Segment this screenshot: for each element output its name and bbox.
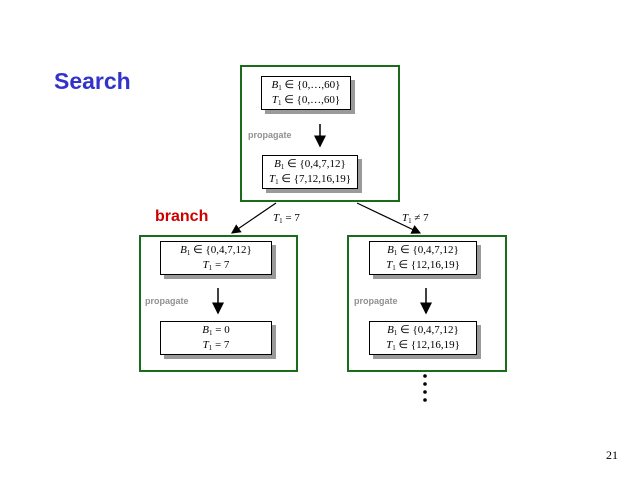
- continuation-dot: [423, 390, 427, 394]
- propagate-label: propagate: [354, 296, 398, 306]
- t-domain: ∈ {12,16,19}: [395, 339, 460, 351]
- left-branch-constraint: T1 = 7: [273, 212, 300, 225]
- var-sub: 1: [393, 329, 398, 337]
- var-b: B: [180, 244, 187, 256]
- var-sub: 1: [275, 178, 279, 186]
- var-t: T: [271, 94, 278, 106]
- b-domain: = 0: [212, 324, 230, 336]
- var-t: T: [202, 339, 209, 351]
- edge-relation: ≠ 7: [411, 212, 429, 224]
- t-domain: ∈ {0,…,60}: [281, 94, 341, 106]
- branch-right-arrow: [356, 202, 422, 234]
- var-sub: 1: [186, 249, 191, 257]
- left-propagated-box: B1 = 0 T1 = 7: [160, 321, 272, 355]
- var-t: T: [202, 259, 209, 271]
- left-domain-box: B1 ∈ {0,4,7,12} T1 = 7: [160, 241, 272, 275]
- var-b: B: [202, 324, 209, 336]
- root-domain-box: B1 ∈ {0,…,60} T1 ∈ {0,…,60}: [261, 76, 351, 110]
- var-sub: 1: [392, 264, 396, 272]
- b-domain: ∈ {0,4,7,12}: [397, 244, 459, 256]
- continuation-dot: [423, 398, 427, 402]
- edge-sub: 1: [279, 217, 283, 225]
- var-sub: 1: [208, 344, 213, 352]
- right-branch-constraint: T1 ≠ 7: [402, 212, 429, 225]
- var-b: B: [271, 79, 279, 91]
- var-b: B: [387, 324, 394, 336]
- t-domain: ∈ {12,16,19}: [395, 259, 460, 271]
- b-domain: ∈ {0,…,60}: [281, 79, 341, 91]
- edge-sub: 1: [408, 217, 412, 225]
- var-b: B: [274, 158, 281, 170]
- propagate-label: propagate: [248, 130, 292, 140]
- edge-relation: = 7: [282, 212, 300, 224]
- var-sub: 1: [278, 84, 282, 92]
- right-domain-box: B1 ∈ {0,4,7,12} T1 ∈ {12,16,19}: [369, 241, 477, 275]
- edge-var: T: [273, 212, 280, 224]
- var-sub: 1: [277, 99, 282, 107]
- right-node-frame: [347, 235, 507, 372]
- left-node-frame: [139, 235, 298, 372]
- var-t: T: [386, 339, 393, 351]
- continuation-dot: [423, 382, 427, 386]
- var-sub: 1: [280, 163, 285, 171]
- propagate-label: propagate: [145, 296, 189, 306]
- right-propagated-box: B1 ∈ {0,4,7,12} T1 ∈ {12,16,19}: [369, 321, 477, 355]
- b-domain: ∈ {0,4,7,12}: [190, 244, 252, 256]
- t-domain: ∈ {7,12,16,19}: [278, 173, 352, 185]
- edge-var: T: [402, 212, 409, 224]
- slide-title: Search: [54, 68, 131, 94]
- var-b: B: [387, 244, 394, 256]
- continuation-dot: [423, 374, 427, 378]
- var-sub: 1: [209, 329, 213, 337]
- b-domain: ∈ {0,4,7,12}: [397, 324, 459, 336]
- var-t: T: [386, 259, 393, 271]
- var-t: T: [268, 173, 276, 185]
- branch-label: branch: [155, 208, 209, 225]
- page-number: 21: [606, 448, 618, 462]
- root-propagated-box: B1 ∈ {0,4,7,12} T1 ∈ {7,12,16,19}: [262, 155, 358, 189]
- t-domain: = 7: [212, 259, 230, 271]
- t-domain: = 7: [212, 339, 230, 351]
- var-sub: 1: [393, 249, 398, 257]
- branch-left-arrow: [231, 202, 277, 234]
- var-sub: 1: [208, 264, 213, 272]
- b-domain: ∈ {0,4,7,12}: [284, 158, 346, 170]
- var-sub: 1: [392, 344, 396, 352]
- root-node-frame: [240, 65, 400, 202]
